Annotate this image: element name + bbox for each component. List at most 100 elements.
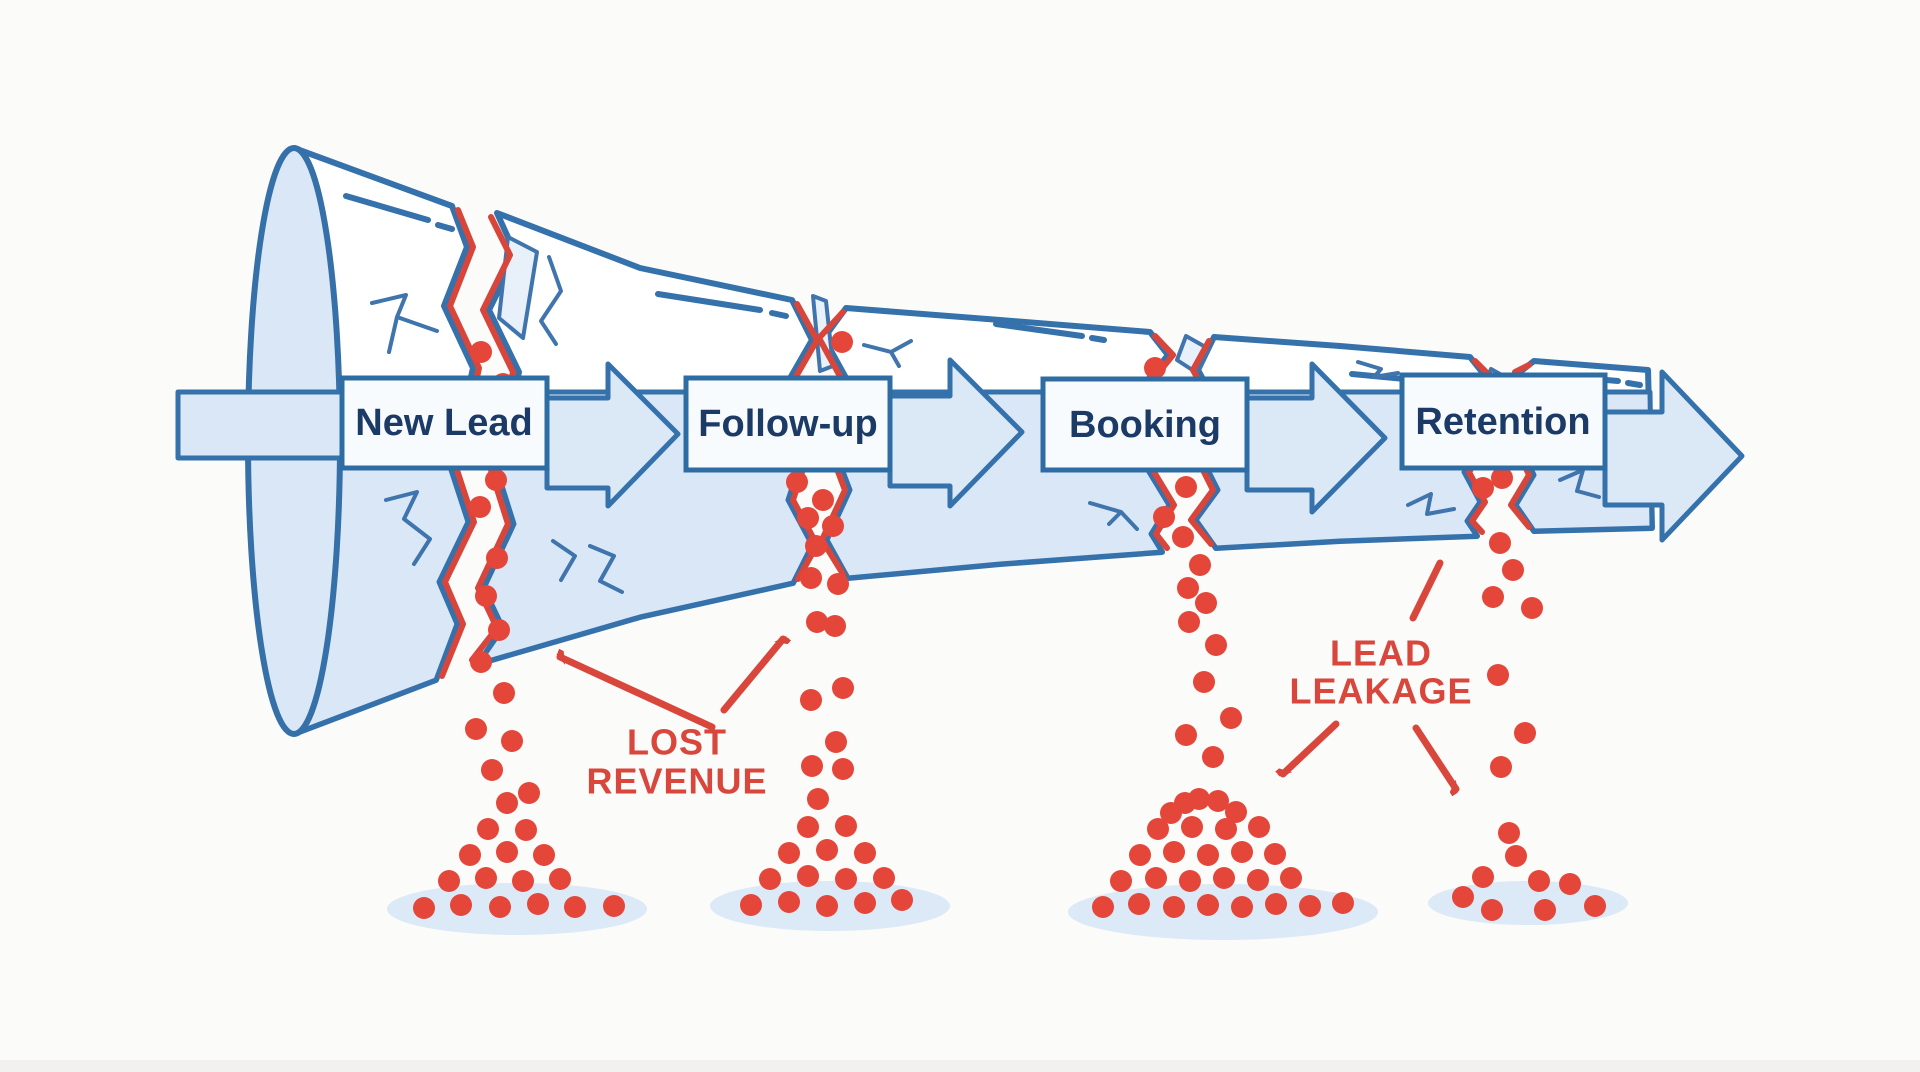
leak-dot-pile-1	[413, 897, 435, 919]
leak-dot-pile-1	[496, 841, 518, 863]
flow-arrow-3	[1244, 361, 1388, 515]
annotation-pointers	[560, 559, 1456, 789]
leak-dot-pile-1	[438, 870, 460, 892]
leak-dot-pile-3	[1265, 893, 1287, 915]
lead-leakage-arrow-right	[1412, 724, 1456, 789]
leak-dot-stream-2	[800, 567, 822, 589]
leak-dot-stream-1	[481, 759, 503, 781]
fracture-squiggles	[370, 255, 1601, 594]
leak-dot-pile-1	[515, 819, 537, 841]
leak-dot-pile-3	[1231, 841, 1253, 863]
stage-box-retention: Retention	[1399, 372, 1608, 471]
leak-dot-pile-3	[1231, 896, 1253, 918]
leak-dot-stream-2	[824, 615, 846, 637]
leak-dot-pile-4	[1559, 873, 1581, 895]
leak-dot-pile-2	[759, 868, 781, 890]
leak-dot-stream-2	[797, 507, 819, 529]
leak-dot-pile-4	[1534, 899, 1556, 921]
leak-dot-pile-4	[1452, 886, 1474, 908]
stage-box-booking-rect	[1040, 376, 1250, 473]
leak-dot-pile-1	[496, 792, 518, 814]
leak-dot-stream-2	[832, 758, 854, 780]
lost-revenue-arrow-left	[560, 657, 716, 731]
leak-dot-stream-3	[1205, 634, 1227, 656]
dash-segment-3	[993, 321, 1107, 343]
leak-dot-stream-3	[1225, 801, 1247, 823]
leak-dot-stream-1	[469, 496, 491, 518]
leak-dot-pile-3	[1163, 896, 1185, 918]
leak-dot-pile-2	[816, 839, 838, 861]
stage-label-follow-up: Follow-up	[698, 403, 877, 445]
leak-dot-pile-2	[797, 865, 819, 887]
leak-dot-stream-4	[1502, 559, 1524, 581]
lead-leakage-label-line2: LEAKAGE	[1289, 671, 1472, 712]
leak-dot-stream-2	[812, 489, 834, 511]
lost-revenue-arrow-right	[720, 639, 783, 714]
leak-dot-pile-3	[1147, 818, 1169, 840]
leak-dot-pile-3	[1092, 896, 1114, 918]
leak-dot-stream-2	[832, 677, 854, 699]
leak-dot-stream-1	[470, 651, 492, 673]
leak-dot-pile-3	[1264, 843, 1286, 865]
leak-dot-pile-3	[1163, 841, 1185, 863]
leak-dot-pile-2	[797, 816, 819, 838]
squiggle-1	[370, 293, 439, 354]
squiggle-5	[862, 339, 913, 368]
squiggle-3	[384, 490, 432, 566]
leak-dot-stream-4	[1491, 467, 1513, 489]
entry-arrow	[175, 389, 365, 461]
leak-dot-pile-3	[1129, 844, 1151, 866]
leak-dot-pile-3	[1128, 893, 1150, 915]
squiggle-9	[1558, 468, 1601, 499]
leak-dot-stream-3	[1172, 526, 1194, 548]
leak-dot-pile-3	[1174, 792, 1196, 814]
leak-dot-pile-4	[1472, 866, 1494, 888]
squiggle-4	[551, 539, 624, 594]
leak-dot-pile-3	[1197, 894, 1219, 916]
leak-dot-pile-4	[1481, 899, 1503, 921]
leak-dot-pile-4	[1505, 845, 1527, 867]
leak-dot-stream-3	[1153, 506, 1175, 528]
leak-dot-stream-1	[488, 619, 510, 641]
leak-dot-stream-1	[470, 341, 492, 363]
leak-dot-stream-2	[807, 788, 829, 810]
leak-dot-pile-1	[527, 893, 549, 915]
stage-box-follow-up: Follow-up	[683, 375, 893, 473]
leak-dot-pile-3	[1247, 869, 1269, 891]
pile-shadow-3	[1068, 884, 1378, 940]
leak-dot-stream-2	[786, 471, 808, 493]
flow-arrow-2	[887, 357, 1025, 509]
leak-dot-pile-2	[740, 894, 762, 916]
leak-dot-pile-1	[475, 867, 497, 889]
stage-box-new-lead-rect	[339, 375, 550, 471]
stage-box-retention-rect	[1399, 372, 1608, 471]
lost-revenue-label-line1: LOST	[627, 722, 727, 763]
leak-dot-stream-4	[1514, 722, 1536, 744]
squiggle-8	[1406, 492, 1456, 516]
leak-dot-pile-4	[1498, 822, 1520, 844]
leak-dot-stream-2	[805, 535, 827, 557]
leak-dot-pile-4	[1528, 870, 1550, 892]
leak-dot-pile-1	[533, 844, 555, 866]
leak-dot-pile-3	[1145, 867, 1167, 889]
leak-dot-stream-1	[518, 782, 540, 804]
leak-dot-pile-3	[1110, 870, 1132, 892]
leak-dot-pile-3	[1213, 867, 1235, 889]
leak-dot-pile-3	[1299, 895, 1321, 917]
leak-dot-pile-4	[1584, 895, 1606, 917]
flow-arrows	[544, 357, 1745, 543]
stage-box-new-lead: New Lead	[339, 375, 550, 471]
leak-dot-stream-3	[1195, 592, 1217, 614]
leak-dot-pile-2	[778, 891, 800, 913]
leak-dot-pile-3	[1332, 892, 1354, 914]
leak-dots	[413, 331, 1606, 921]
leak-dot-stream-2	[801, 755, 823, 777]
leak-dot-pile-2	[873, 867, 895, 889]
leak-dot-pile-3	[1179, 870, 1201, 892]
leak-dot-pile-1	[450, 894, 472, 916]
lead-leakage-pointer-line	[1409, 559, 1444, 622]
leak-dot-pile-1	[459, 844, 481, 866]
leak-dot-pile-1	[512, 870, 534, 892]
